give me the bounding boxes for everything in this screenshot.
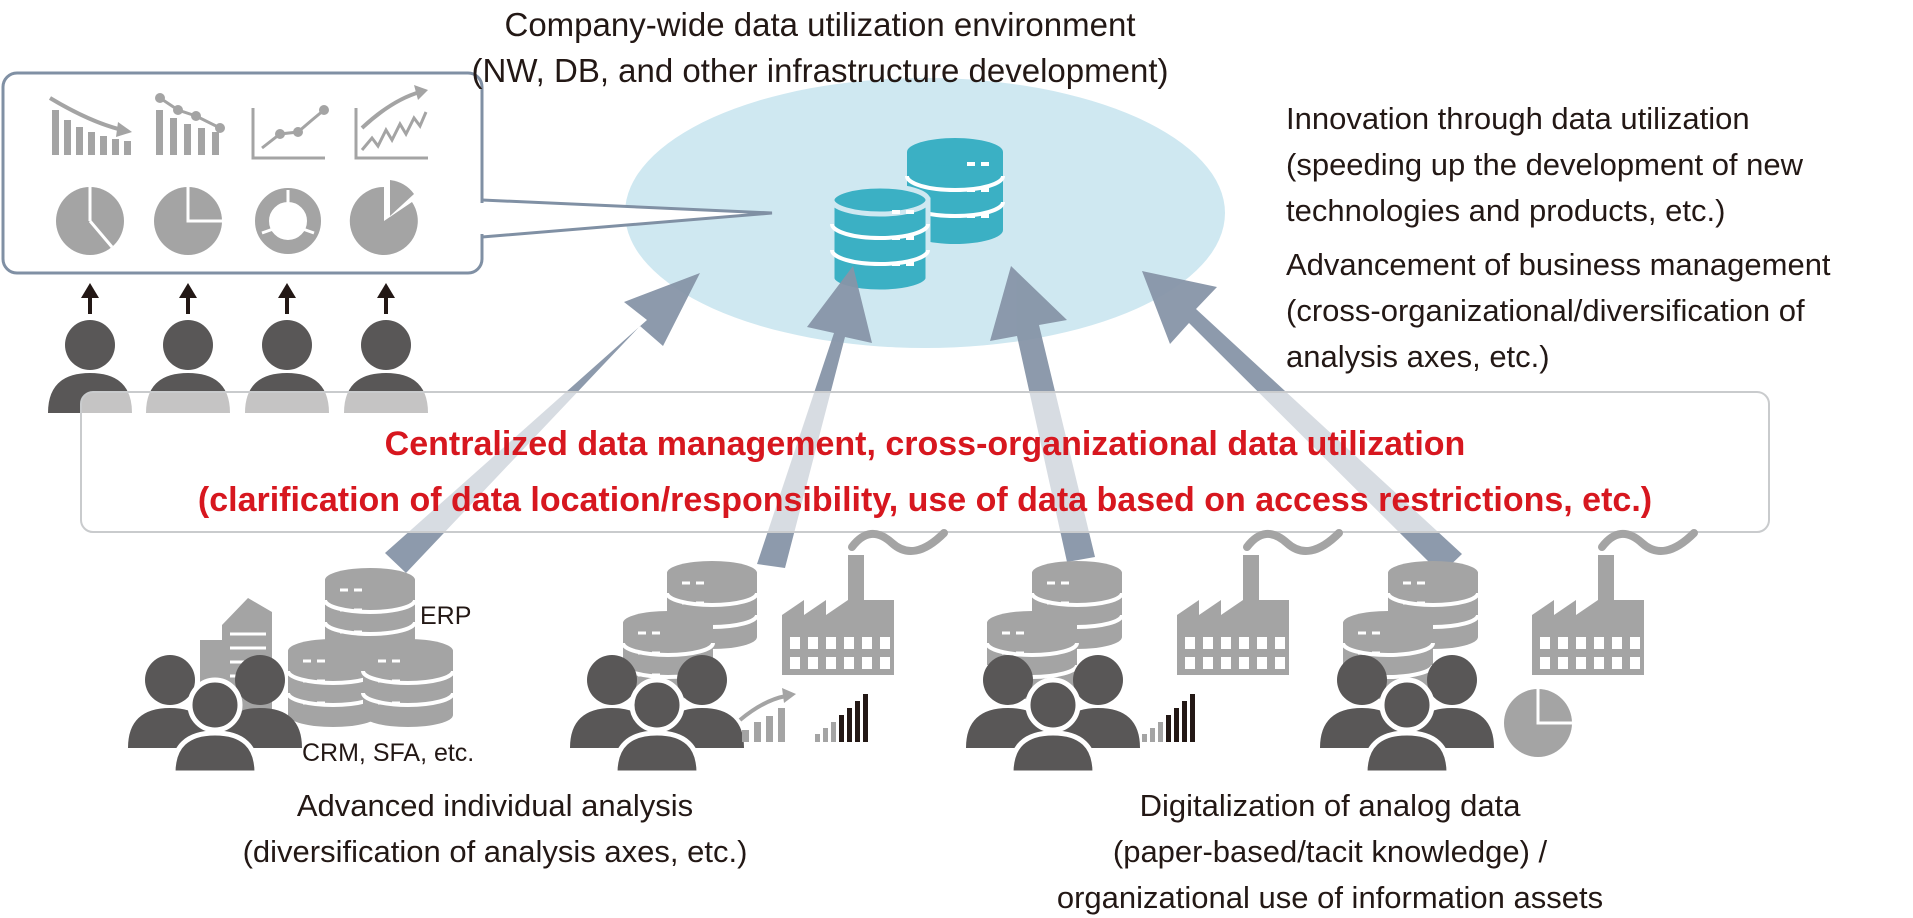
crm-sfa-label: CRM, SFA, etc. xyxy=(302,739,475,767)
trend-chart-icon xyxy=(354,85,428,160)
factory-icon xyxy=(1532,533,1694,675)
erp-label: ERP xyxy=(420,602,472,630)
user-arrows xyxy=(81,283,395,314)
bar-chart-up-icon xyxy=(1142,694,1195,742)
pie-chart-quarter-icon xyxy=(154,187,222,255)
donut-chart-icon xyxy=(255,188,321,254)
band-line-1: Centralized data management, cross-organ… xyxy=(384,425,1466,463)
benefit-innovation: Innovation through data utilization (spe… xyxy=(1286,96,1803,234)
benefit-innovation-line-1: Innovation through data utilization xyxy=(1286,101,1750,136)
benefit-management-line-3: analysis axes, etc.) xyxy=(1286,339,1550,374)
database-icon xyxy=(361,637,455,729)
title-line-2: (NW, DB, and other infrastructure develo… xyxy=(471,52,1169,89)
factory-icon xyxy=(1177,533,1339,675)
caption-left-line-2: (diversification of analysis axes, etc.) xyxy=(242,834,748,869)
analysis-group-3 xyxy=(966,533,1339,773)
caption-individual-analysis: Advanced individual analysis (diversific… xyxy=(190,783,800,875)
pie-chart-icon xyxy=(56,187,124,255)
dashboard-callout xyxy=(1,71,773,275)
benefit-innovation-line-2: (speeding up the development of new xyxy=(1286,147,1804,182)
caption-right-line-2: (paper-based/tacit knowledge) / xyxy=(1112,834,1548,869)
enterprise-systems-group xyxy=(128,566,455,773)
caption-analog-digitalization: Digitalization of analog data (paper-bas… xyxy=(980,783,1680,918)
benefit-management-line-1: Advancement of business management xyxy=(1286,247,1831,282)
central-band-text: Centralized data management, cross-organ… xyxy=(80,416,1770,528)
caption-right-line-3: organizational use of information assets xyxy=(1056,880,1604,915)
line-chart-icon xyxy=(251,105,329,160)
growth-chart-icon xyxy=(738,688,796,742)
benefit-innovation-line-3: technologies and products, etc.) xyxy=(1286,193,1726,228)
caption-left-line-1: Advanced individual analysis xyxy=(296,788,694,823)
bar-chart-up-icon xyxy=(815,694,868,742)
central-band-box xyxy=(80,391,1770,533)
bar-chart-dots-icon xyxy=(155,93,225,155)
pie-chart-icon xyxy=(1504,689,1572,757)
analysis-group-2 xyxy=(570,533,944,773)
benefit-management: Advancement of business management (cros… xyxy=(1286,242,1831,380)
analysis-group-4 xyxy=(1320,533,1694,773)
pie-chart-exploded-icon xyxy=(349,180,418,255)
factory-icon xyxy=(782,533,944,675)
title-line-1: Company-wide data utilization environmen… xyxy=(504,6,1136,43)
caption-right-line-1: Digitalization of analog data xyxy=(1139,788,1521,823)
bar-chart-down-icon xyxy=(48,96,132,155)
diagram-title: Company-wide data utilization environmen… xyxy=(460,2,1180,94)
band-line-2: (clarification of data location/responsi… xyxy=(197,481,1653,519)
benefit-management-line-2: (cross-organizational/diversification of xyxy=(1286,293,1805,328)
